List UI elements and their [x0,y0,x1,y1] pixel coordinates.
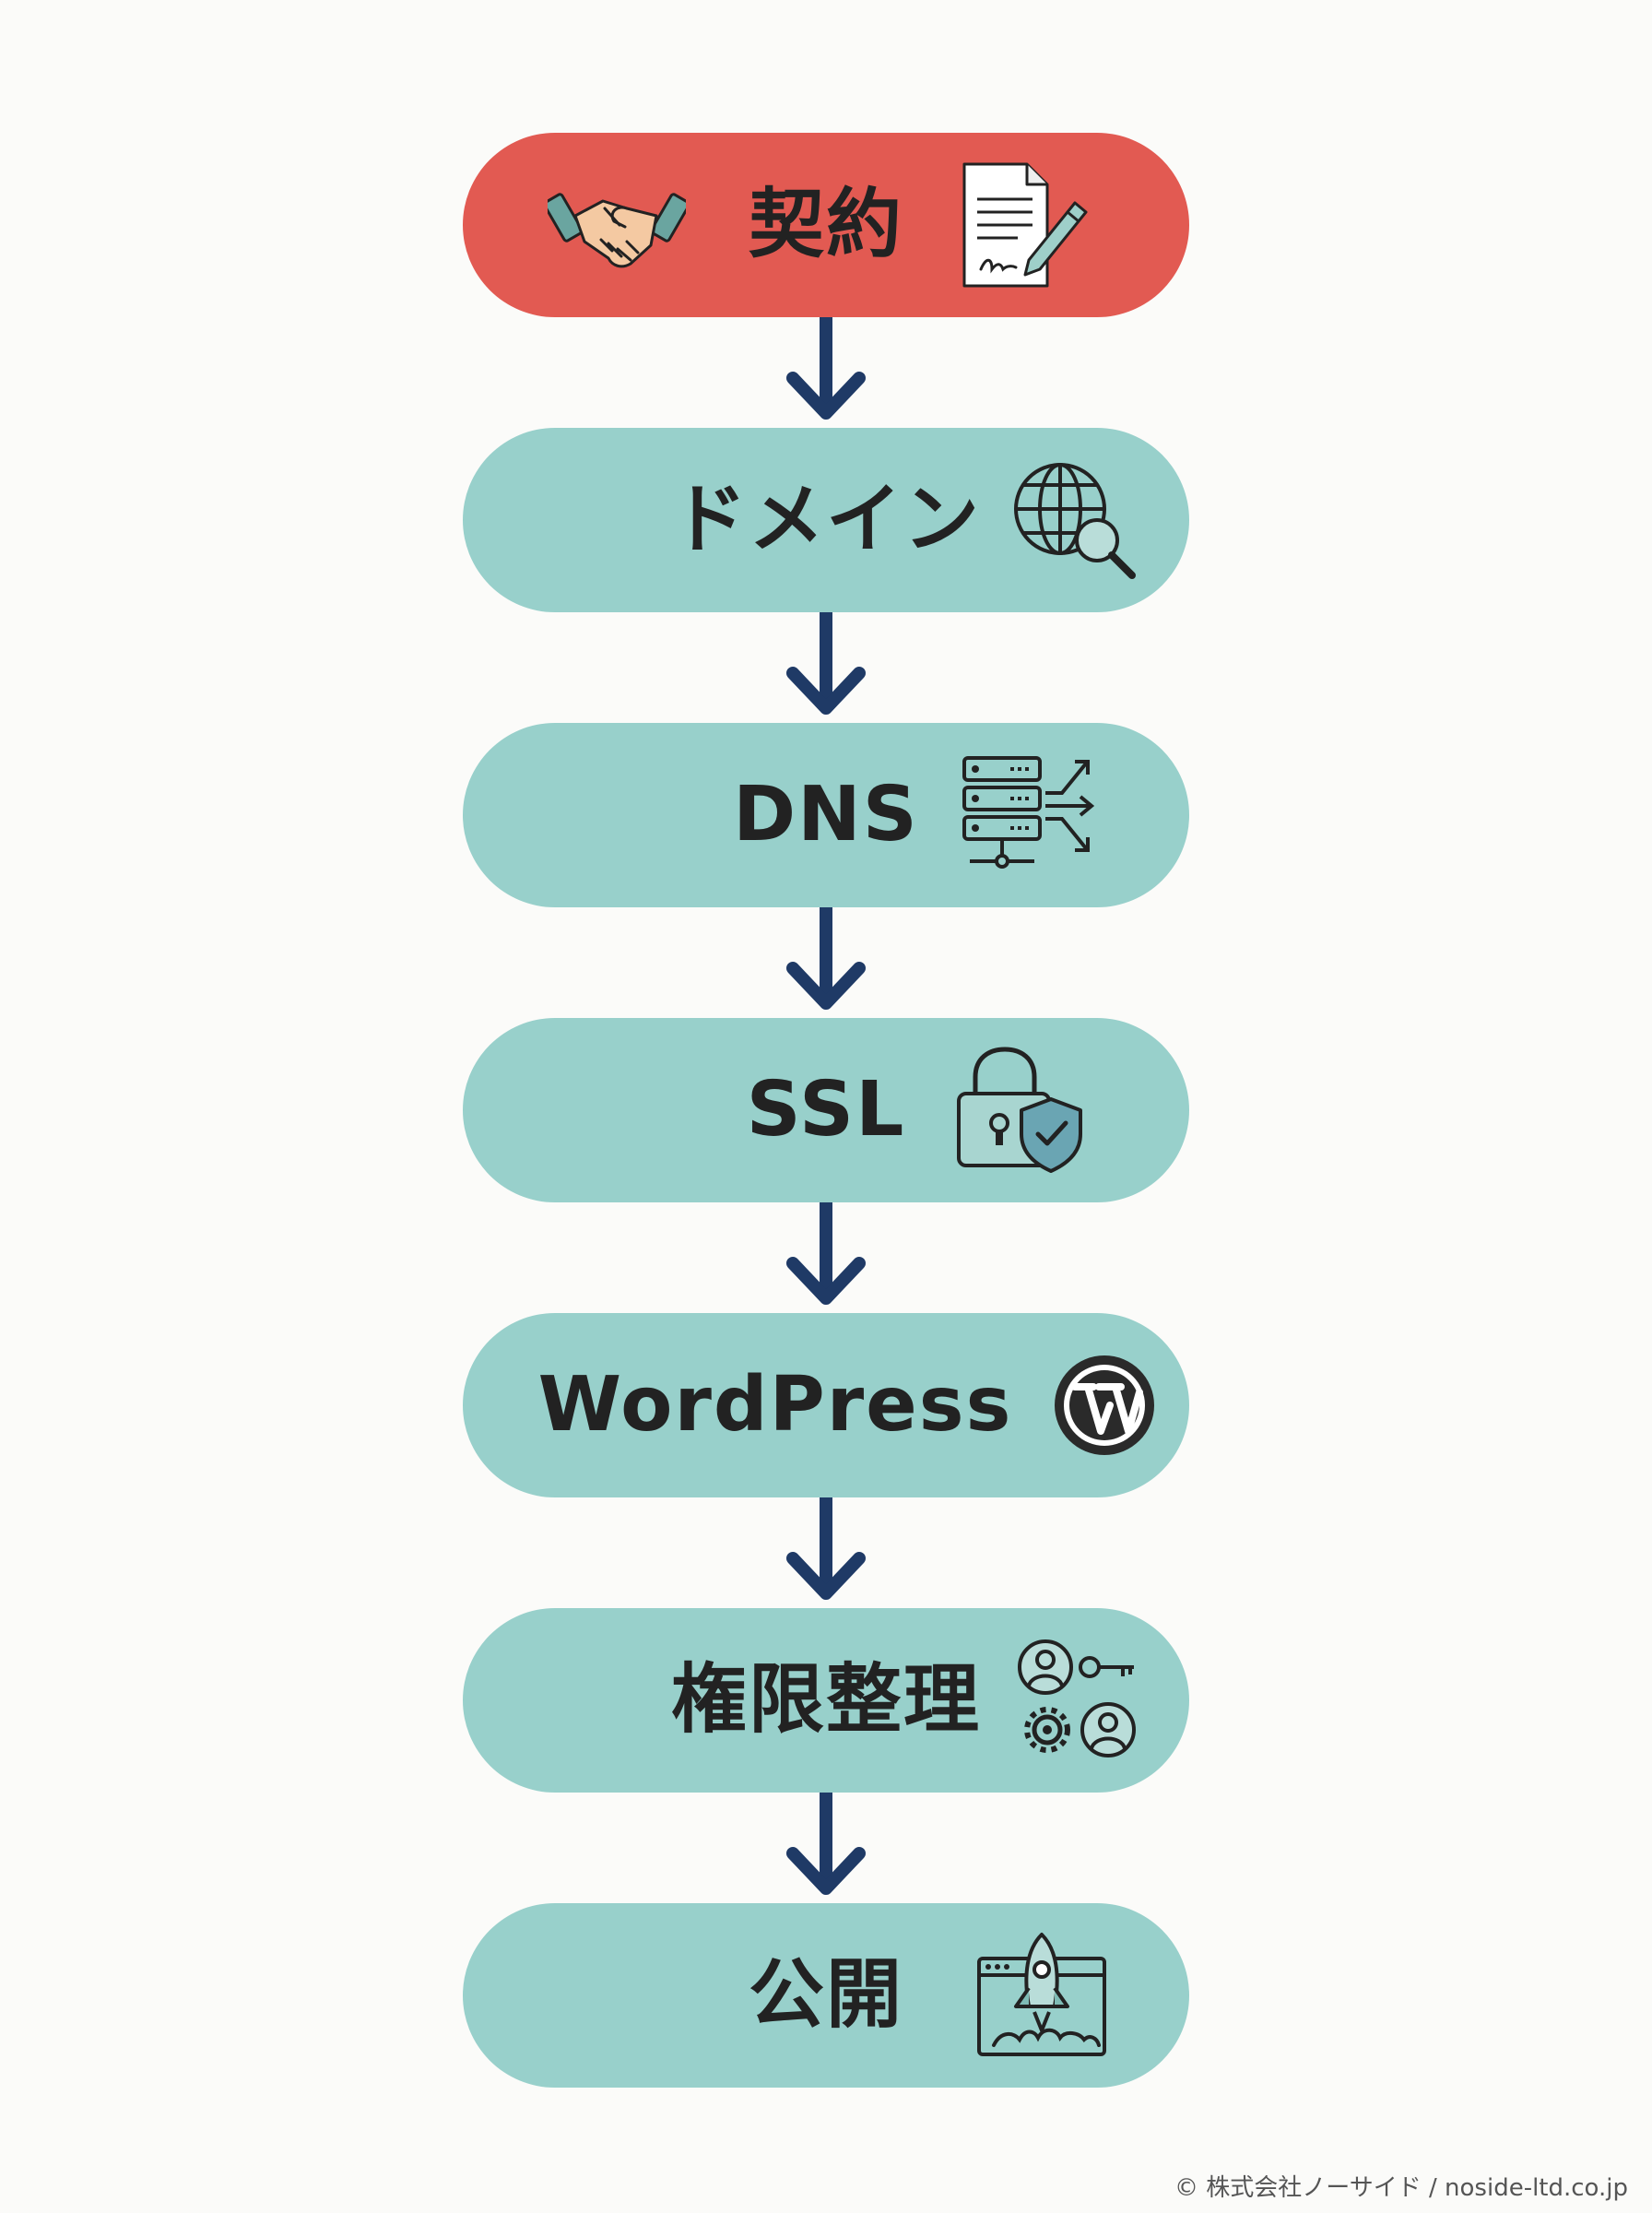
step-label: ドメイン [670,476,981,563]
flow-step-permissions: 権限整理 [463,1608,1189,1793]
step-label: WordPress [537,1361,1013,1449]
globe-search-icon [1007,456,1145,585]
server-routing-icon [961,751,1099,880]
flow-step-publish: 公開 [463,1903,1189,2088]
step-label: 公開 [748,1951,903,2039]
flow-step-dns: DNS [463,723,1189,907]
step-label: 権限整理 [670,1656,981,1744]
flow-step-domain: ドメイン [463,428,1189,612]
down-arrow [780,907,872,1018]
down-arrow [780,1497,872,1608]
rocket-launch-window-icon [974,1931,1112,2060]
flow-step-contract: 契約 [463,133,1189,317]
wordpress-logo-icon [1051,1352,1158,1459]
padlock-shield-icon [951,1046,1090,1175]
down-arrow [780,1202,872,1313]
step-label: 契約 [748,181,903,268]
handshake-icon [548,160,686,290]
user-permissions-icon [1016,1638,1141,1763]
contract-signing-icon [951,160,1090,290]
down-arrow [780,1793,872,1903]
step-label: SSL [746,1066,906,1154]
step-label: DNS [733,771,919,858]
down-arrow [780,317,872,428]
flow-step-wordpress: WordPress [463,1313,1189,1497]
down-arrow [780,612,872,723]
copyright-text: © 株式会社ノーサイド / noside-ltd.co.jp [1174,2174,1628,2202]
flow-step-ssl: SSL [463,1018,1189,1202]
